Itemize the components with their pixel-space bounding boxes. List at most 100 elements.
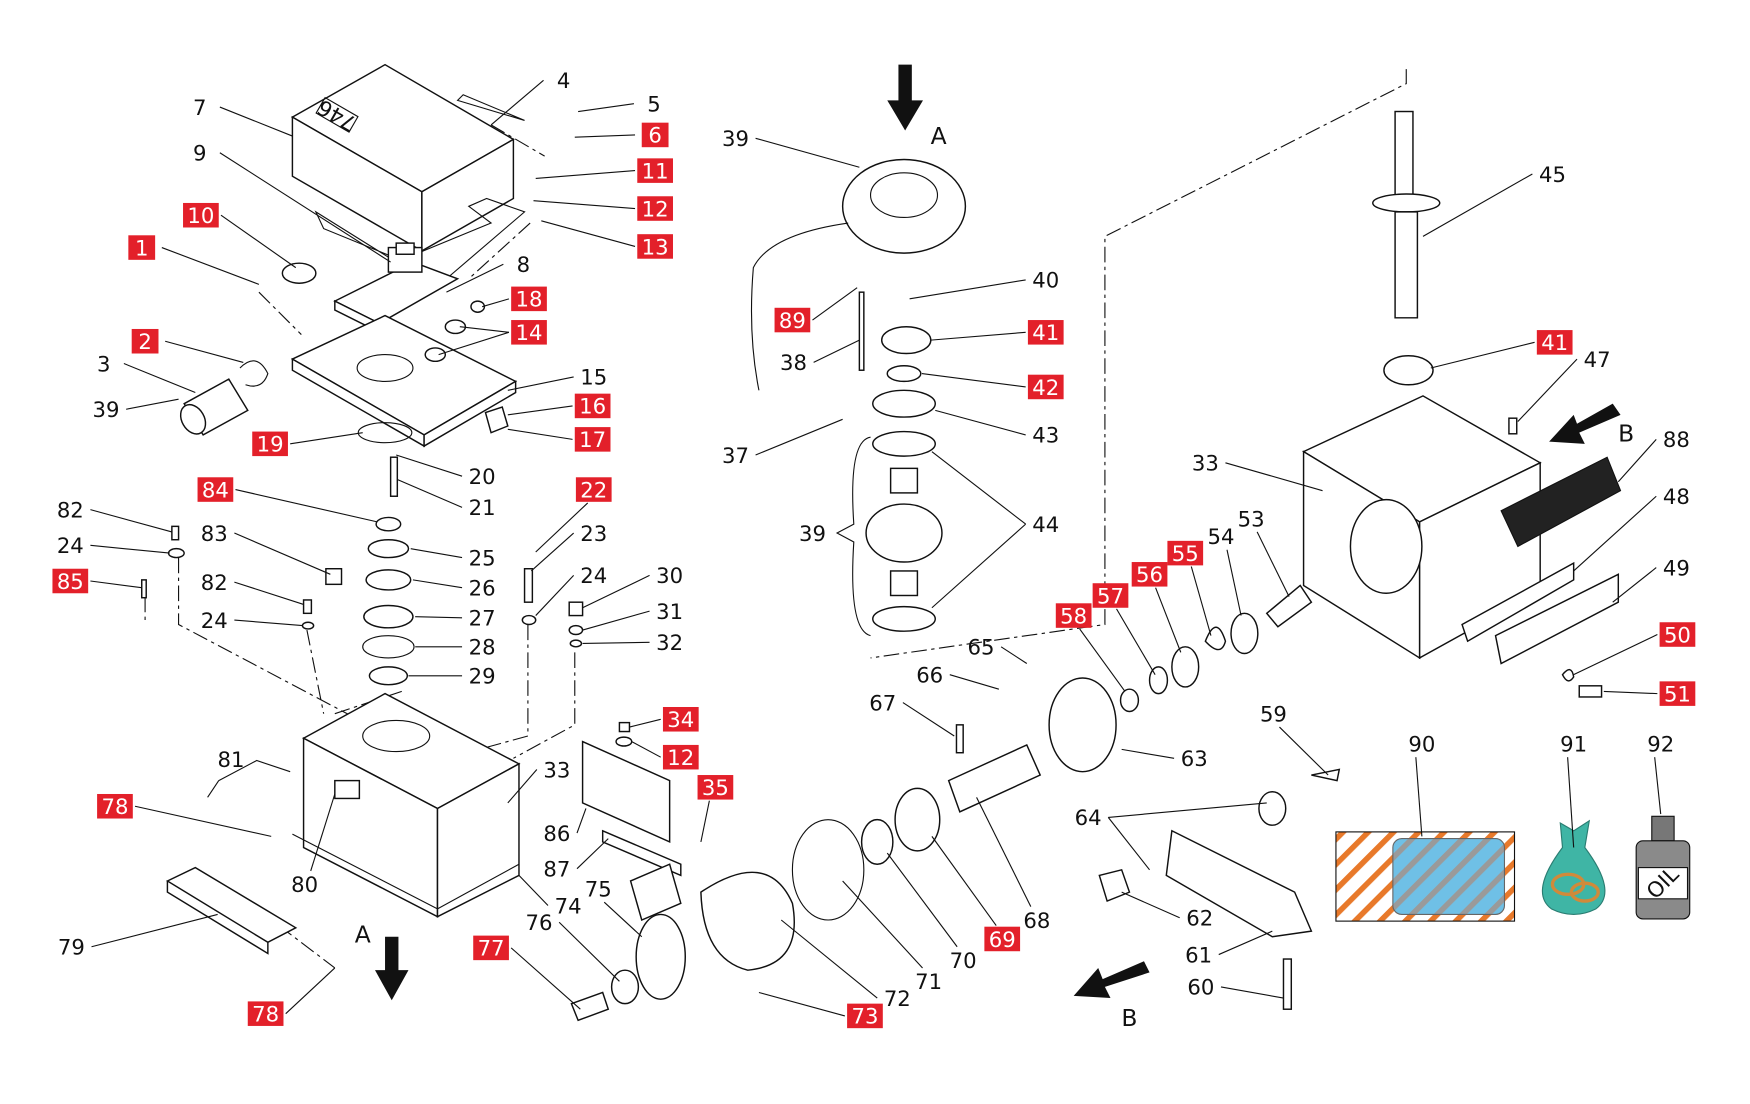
bracket-81 <box>207 759 291 798</box>
leader-line-38 <box>813 339 860 363</box>
callout-number: 87 <box>543 857 570 882</box>
callout-33: 33 <box>1192 451 1219 476</box>
callout-31: 31 <box>656 599 683 624</box>
callout-tag-55 <box>1167 540 1204 566</box>
callout-tag-35 <box>697 775 734 800</box>
leader-line-2 <box>165 340 244 363</box>
callout-tag-77 <box>473 935 509 961</box>
leader-line-83 <box>234 532 331 575</box>
leader-line-45 <box>1422 173 1533 237</box>
leader-line-4 <box>490 79 544 126</box>
callout-8: 8 <box>517 252 530 277</box>
callout-tag-56 <box>1131 562 1168 587</box>
leader-line-33 <box>507 769 538 804</box>
callout-number: 37 <box>722 443 749 468</box>
leader-line-17 <box>507 428 573 440</box>
callout-53: 53 <box>1238 506 1265 531</box>
callout-number: 55 <box>1172 541 1199 566</box>
leader-line-78 <box>134 805 272 837</box>
callout-17: 17 <box>574 427 611 452</box>
callout-21: 21 <box>469 495 496 520</box>
leader-line-87 <box>576 838 609 870</box>
leader-line-43 <box>935 409 1026 436</box>
callout-number: 45 <box>1539 162 1566 187</box>
leader-line-90 <box>1415 757 1423 837</box>
leader-line-14 <box>438 331 510 356</box>
callout-number: 77 <box>478 936 505 961</box>
leader-line-91 <box>1567 757 1575 848</box>
callout-42: 42 <box>1027 374 1064 400</box>
leader-line-32 <box>582 641 650 644</box>
callout-88: 88 <box>1663 427 1690 452</box>
leader-line-77 <box>510 947 581 1010</box>
callout-number: 6 <box>648 123 661 148</box>
callout-number: 71 <box>915 969 942 994</box>
callout-number: 43 <box>1032 423 1059 448</box>
leader-line-14 <box>459 326 509 333</box>
callout-16: 16 <box>574 393 611 419</box>
leader-line-65 <box>1000 646 1028 664</box>
callout-29: 29 <box>469 664 496 689</box>
leader-line-10 <box>220 214 297 269</box>
leader-line-82 <box>90 509 173 533</box>
leader-line-12 <box>533 200 636 210</box>
callout-number: 33 <box>543 757 570 782</box>
callout-tag-57 <box>1092 583 1129 608</box>
callout-number: 1 <box>135 235 148 260</box>
gasket-19 <box>357 422 413 444</box>
callout-number: 12 <box>642 196 669 221</box>
callout-number: 74 <box>555 893 582 918</box>
callout-number: 24 <box>57 533 84 558</box>
view-letter-a-bottom: A <box>355 920 371 948</box>
callout-38: 38 <box>780 350 807 375</box>
callout-51: 51 <box>1659 681 1696 706</box>
leader-line-54 <box>1226 549 1242 616</box>
callout-81: 81 <box>218 747 245 772</box>
seal-kit-90 <box>1335 831 1516 922</box>
drive-train-parts <box>570 584 1341 1022</box>
callout-tag-13 <box>637 234 673 259</box>
worm-shaft-and-gearbox <box>1302 110 1622 698</box>
callout-61: 61 <box>1185 942 1212 967</box>
leader-line-62 <box>1121 891 1180 919</box>
callout-77: 77 <box>473 935 509 961</box>
leader-line-49 <box>1612 567 1657 603</box>
callout-tag-58 <box>1055 603 1092 628</box>
leader-line-67 <box>902 702 955 737</box>
callout-number: 16 <box>579 394 606 419</box>
leader-line-23 <box>530 532 575 572</box>
callout-number: 32 <box>656 630 683 655</box>
callout-number: 11 <box>642 158 669 183</box>
callout-34: 34 <box>662 707 699 732</box>
leader-line-12 <box>631 741 661 758</box>
view-letter-b-bottom: B <box>1121 1004 1137 1032</box>
callout-tag-78 <box>97 793 133 819</box>
callout-3: 3 <box>97 351 110 376</box>
callout-tag-22 <box>575 477 612 502</box>
callout-tag-14 <box>511 320 547 345</box>
callout-43: 43 <box>1032 423 1059 448</box>
callout-number: 28 <box>469 635 496 660</box>
leader-line-7 <box>219 106 293 137</box>
callout-number: 12 <box>667 745 694 770</box>
callout-35: 35 <box>697 775 734 800</box>
leader-line-53 <box>1256 531 1290 597</box>
callout-number: 80 <box>291 872 318 897</box>
callout-2: 2 <box>131 328 159 354</box>
callout-number: 24 <box>201 608 228 633</box>
callout-number: 78 <box>252 1001 279 1026</box>
view-arrow-b-bottom <box>1073 961 1150 999</box>
leader-line-39 <box>755 137 860 168</box>
callout-69: 69 <box>984 926 1021 952</box>
callout-number: 60 <box>1187 975 1214 1000</box>
leader-lines <box>90 79 1662 1017</box>
leader-line-42 <box>921 373 1026 388</box>
callout-60: 60 <box>1187 975 1214 1000</box>
leader-line-1 <box>161 247 260 285</box>
callout-number: 73 <box>851 1004 878 1029</box>
callout-number: 33 <box>1192 451 1219 476</box>
leader-line-35 <box>700 800 710 843</box>
callout-4: 4 <box>557 68 570 93</box>
callout-24: 24 <box>201 608 228 633</box>
